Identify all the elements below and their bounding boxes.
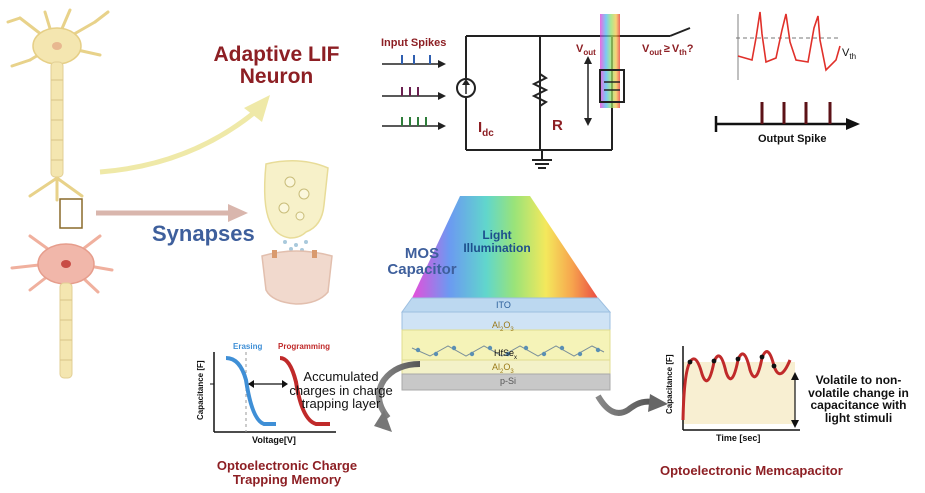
layer-al2o3-bottom: Al2O3 bbox=[492, 362, 514, 375]
arrow-to-lif bbox=[99, 110, 257, 175]
vth-label: Vth bbox=[842, 47, 857, 62]
capacitor-light-beam bbox=[600, 14, 620, 108]
ctm-xlabel: Voltage[V] bbox=[252, 435, 296, 445]
output-spike-label: Output Spike bbox=[758, 133, 827, 145]
memcap-annotation: Volatile to non-volatile change in capac… bbox=[808, 373, 909, 425]
output-waveform bbox=[714, 11, 860, 132]
spike-train-3 bbox=[382, 117, 446, 130]
spike-train-2 bbox=[382, 87, 446, 100]
synapse-highlight-box bbox=[59, 198, 83, 229]
layer-ito: ITO bbox=[496, 300, 511, 310]
layer-al2o3-top: Al2O3 bbox=[492, 320, 514, 333]
ctm-annotation: Accumulated charges in charge trapping l… bbox=[289, 369, 393, 412]
synapse-illustration bbox=[261, 160, 333, 305]
layer-psi: p-Si bbox=[500, 376, 517, 386]
circuit-capacitor bbox=[599, 69, 625, 103]
memcap-xlabel: Time [sec] bbox=[716, 433, 761, 443]
arrow-to-lif-head bbox=[244, 95, 270, 122]
light-illumination-label: Light Illumination bbox=[463, 228, 531, 255]
input-spikes-label: Input Spikes bbox=[381, 37, 447, 49]
adaptive-lif-title: Adaptive LIF Neuron bbox=[213, 43, 340, 89]
charge-trapping-memory-title: Optoelectronic Charge Trapping Memory bbox=[216, 458, 358, 487]
threshold-compare-label: Vout≥Vth? bbox=[642, 43, 694, 58]
memcap-ylabel: Capacitance [F] bbox=[665, 354, 674, 414]
synapses-title: Synapses bbox=[152, 221, 255, 246]
neuron-top bbox=[6, 8, 110, 202]
vout-label: Vout bbox=[576, 43, 596, 58]
neuron-bottom bbox=[10, 234, 114, 379]
light-cone bbox=[412, 196, 598, 298]
programming-label: Programming bbox=[278, 342, 331, 351]
erasing-label: Erasing bbox=[233, 342, 263, 351]
memcap-plot bbox=[681, 346, 800, 431]
spike-train-arrowhead bbox=[438, 122, 446, 130]
idc-label: Idc bbox=[478, 119, 494, 139]
memcapacitor-title: Optoelectronic Memcapacitor bbox=[660, 463, 843, 478]
r-label: R bbox=[552, 117, 563, 134]
ctm-ylabel: Capacitance [F] bbox=[196, 360, 205, 420]
input-spike-trains bbox=[382, 55, 446, 130]
arrow-to-synapse-head bbox=[228, 204, 248, 222]
layer-hfse: HfSex bbox=[494, 348, 518, 361]
spike-train-arrowhead bbox=[438, 92, 446, 100]
ctm-plot bbox=[210, 352, 336, 433]
mos-capacitor-title: MOS Capacitor bbox=[387, 245, 457, 278]
spike-train-arrowhead bbox=[438, 60, 446, 68]
spike-train-1 bbox=[382, 55, 446, 68]
mos-capacitor bbox=[401, 196, 612, 391]
